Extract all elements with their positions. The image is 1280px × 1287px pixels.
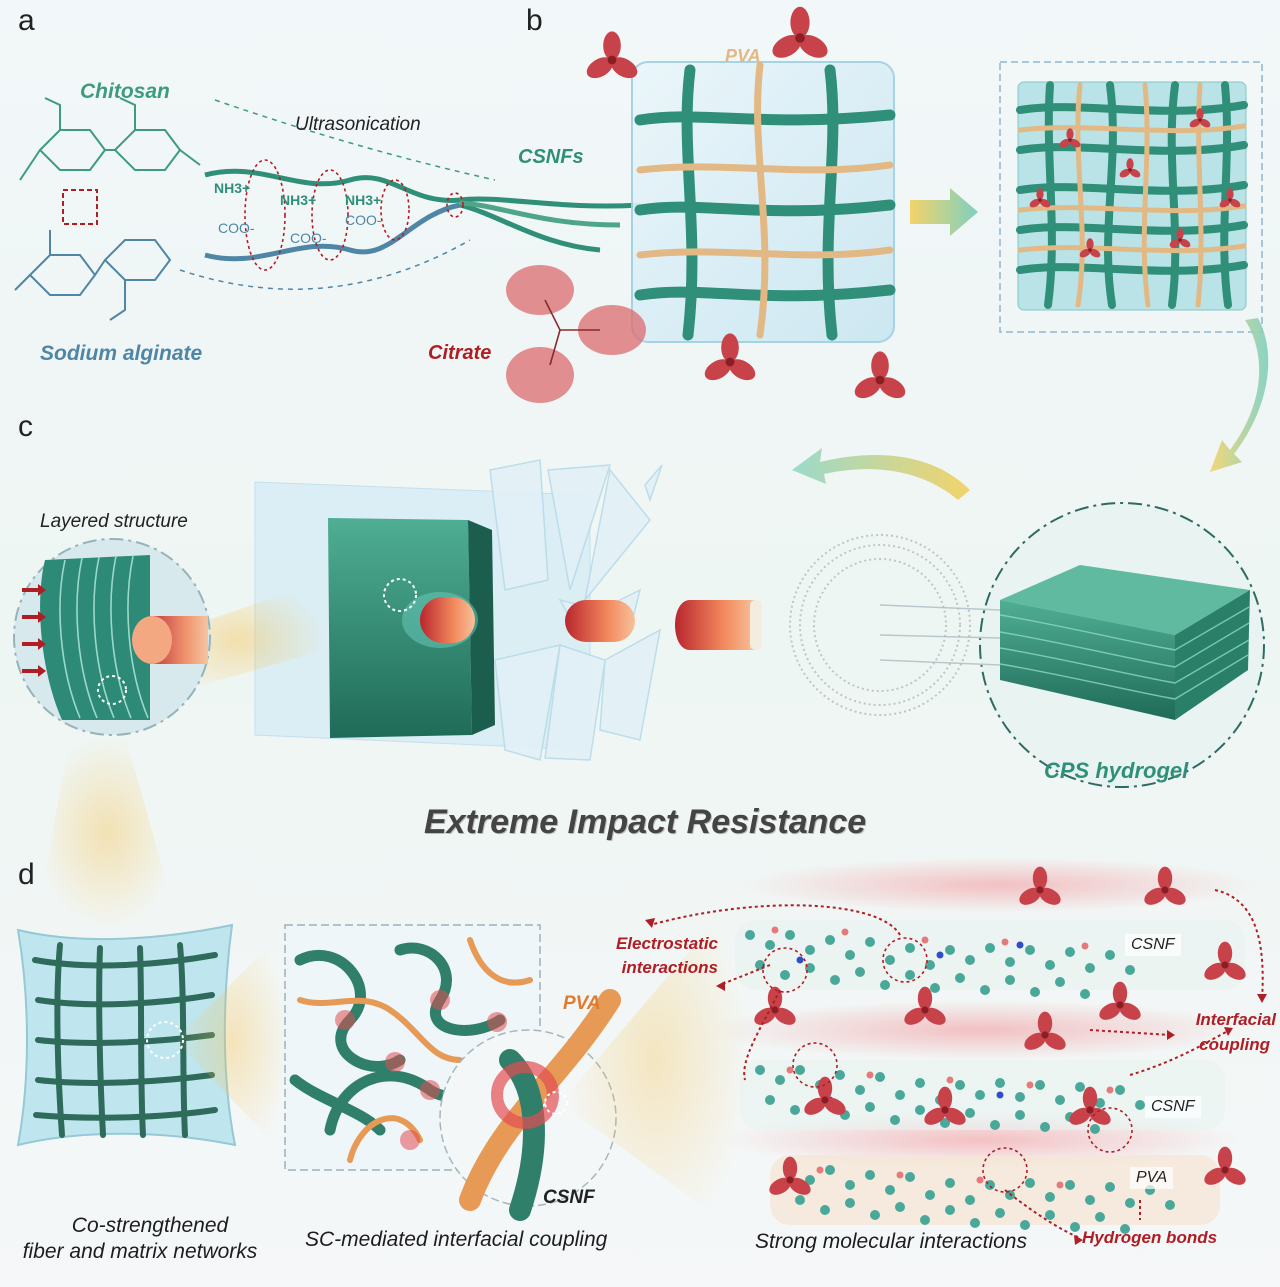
chitosan-label: Chitosan: [80, 80, 170, 103]
hydrogen-bonds-label: Hydrogen bonds: [1082, 1228, 1218, 1247]
csnf-layer-label-1: CSNF: [1125, 934, 1181, 956]
main-title: Extreme Impact Resistance: [424, 803, 867, 841]
sodium-alginate-label: Sodium alginate: [40, 342, 203, 365]
layered-structure-label: Layered structure: [40, 511, 188, 532]
caption-co-strengthened-2: fiber and matrix networks: [22, 1240, 258, 1263]
panel-label-c: c: [18, 410, 33, 443]
pva-layer-label: PVA: [1130, 1167, 1174, 1189]
coo-label-2: COO-: [290, 230, 327, 246]
interfacial-label-2: coupling: [1199, 1035, 1270, 1054]
electrostatic-label-1: Electrostatic: [615, 934, 718, 953]
panel-label-a: a: [18, 4, 35, 37]
panel-label-d: d: [18, 858, 35, 891]
interfacial-label-1: Interfacial: [1195, 1010, 1276, 1029]
panel-d-art: [16, 857, 1267, 1245]
nh3-label-2: NH3+: [280, 192, 317, 208]
panel-label-b: b: [526, 4, 543, 37]
nh3-label-1: NH3+: [214, 180, 251, 196]
caption-strong-molecular: Strong molecular interactions: [755, 1230, 1027, 1253]
electrostatic-label-2: interactions: [621, 958, 718, 977]
ultrasonication-label: Ultrasonication: [295, 114, 421, 135]
panel-b-art: [506, 6, 1269, 472]
citrate-label: Citrate: [428, 342, 492, 364]
csnf-layer-label-2: CSNF: [1145, 1096, 1201, 1118]
molecular-strands: [645, 866, 1267, 1245]
panel-c-art: [13, 448, 1265, 930]
csnfs-label: CSNFs: [518, 146, 584, 168]
caption-sc-mediated: SC-mediated interfacial coupling: [305, 1228, 608, 1251]
csnf-label-d: CSNF: [543, 1187, 595, 1208]
cps-hydrogel-label: CPS hydrogel: [1044, 758, 1189, 783]
nh3-label-3: NH3+: [345, 192, 382, 208]
coo-label-3: COO-: [345, 212, 382, 228]
pva-label-b: PVA: [725, 46, 761, 66]
coo-label-1: COO-: [218, 220, 255, 236]
caption-co-strengthened-1: Co-strengthened: [71, 1214, 229, 1237]
pva-label-d: PVA: [563, 993, 601, 1014]
panel-a-art: [14, 97, 641, 321]
